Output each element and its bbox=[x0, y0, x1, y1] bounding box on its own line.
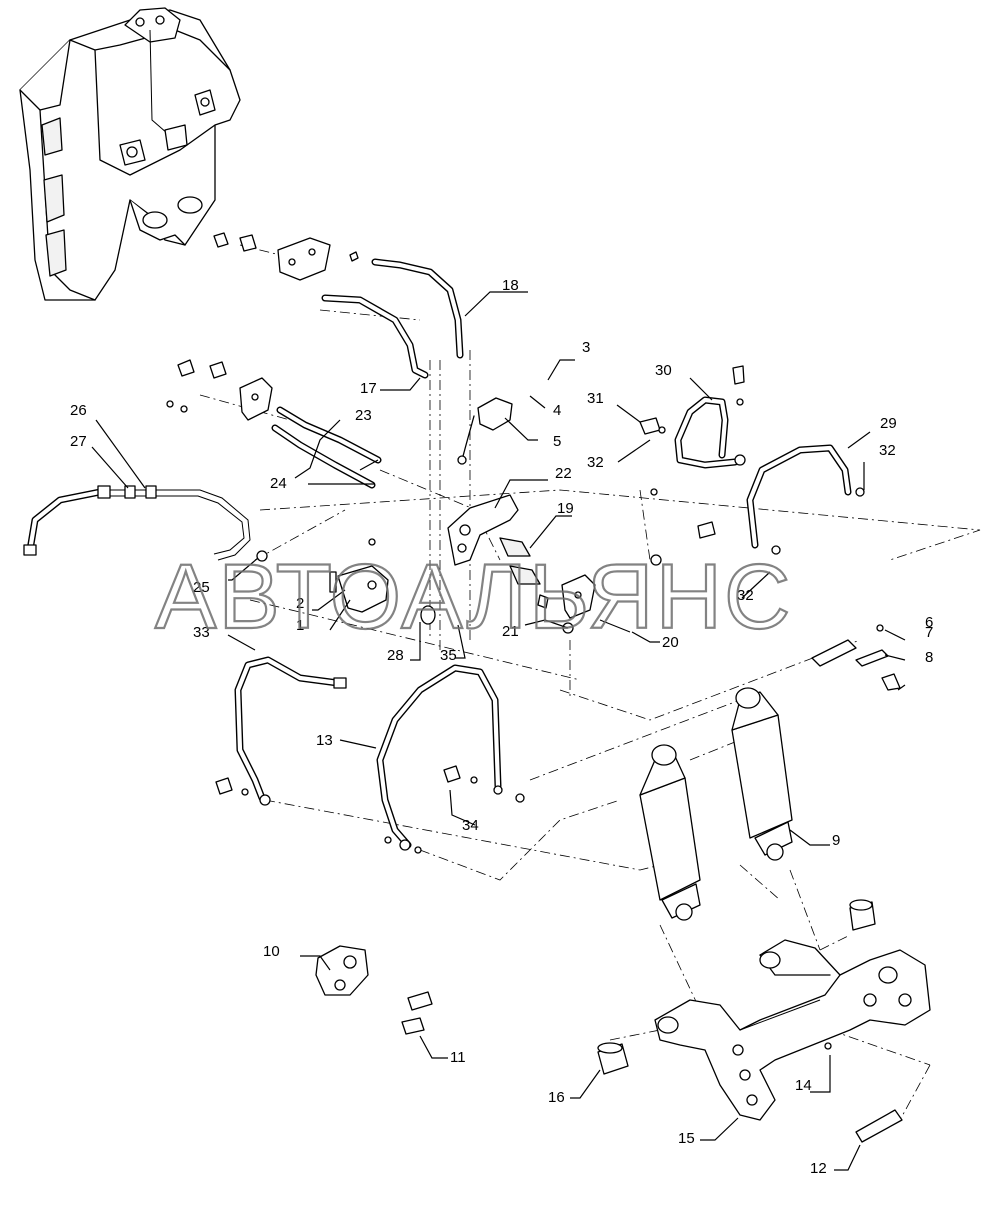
callout-28: 28 bbox=[387, 647, 404, 664]
callout-20: 20 bbox=[662, 634, 679, 651]
valve-and-coupler-group bbox=[368, 397, 631, 634]
callout-15: 15 bbox=[678, 1130, 695, 1147]
rigid-pipes bbox=[271, 258, 464, 489]
pin-12 bbox=[855, 1109, 903, 1143]
upper-fittings-group bbox=[166, 232, 359, 421]
callout-31: 31 bbox=[587, 390, 604, 407]
callout-24: 24 bbox=[270, 475, 287, 492]
hose-assembly-13 bbox=[376, 664, 525, 854]
callout-23: 23 bbox=[355, 407, 372, 424]
callout-12: 12 bbox=[810, 1160, 827, 1177]
bracket-10 bbox=[315, 945, 369, 996]
callout-17: 17 bbox=[360, 380, 377, 397]
callout-27: 27 bbox=[70, 433, 87, 450]
callout-8: 8 bbox=[925, 649, 933, 666]
callout-32-upper: 32 bbox=[587, 454, 604, 471]
callout-3: 3 bbox=[582, 339, 590, 356]
callout-25: 25 bbox=[193, 579, 210, 596]
bracket-1-2 bbox=[329, 565, 389, 613]
pin-14 bbox=[824, 1042, 832, 1050]
callout-32-right: 32 bbox=[879, 442, 896, 459]
callout-22: 22 bbox=[555, 465, 572, 482]
callout-21: 21 bbox=[502, 623, 519, 640]
hose-assembly-33 bbox=[215, 656, 347, 806]
swing-frame-15 bbox=[654, 939, 931, 1121]
callout-4: 4 bbox=[553, 402, 561, 419]
leader-lines bbox=[91, 291, 906, 1171]
pins-6-7-8 bbox=[811, 624, 901, 691]
callout-14: 14 bbox=[795, 1077, 812, 1094]
bushing-top bbox=[849, 899, 876, 931]
callout-5: 5 bbox=[553, 433, 561, 450]
assembly-guide-lines bbox=[199, 244, 981, 1121]
callout-6: 6 bbox=[925, 614, 933, 631]
callout-13: 13 bbox=[316, 732, 333, 749]
hose-assembly-26-27 bbox=[23, 485, 268, 562]
callout-11: 11 bbox=[450, 1049, 466, 1066]
callout-35: 35 bbox=[440, 647, 457, 664]
callout-1: 1 bbox=[296, 617, 304, 634]
hydraulic-cylinder-left bbox=[639, 744, 701, 921]
callout-34: 34 bbox=[462, 817, 479, 834]
mounting-bracket-housing bbox=[19, 7, 241, 301]
hose-assembly-29-30 bbox=[639, 365, 865, 566]
bushing-16 bbox=[597, 1042, 629, 1075]
callout-33: 33 bbox=[193, 624, 210, 641]
callout-18: 18 bbox=[502, 277, 519, 294]
callout-10: 10 bbox=[263, 943, 280, 960]
hydraulic-cylinder-right bbox=[731, 687, 793, 861]
watermark: АВТОАЛЬЯНС bbox=[155, 546, 793, 648]
callout-30: 30 bbox=[655, 362, 672, 379]
callout-16: 16 bbox=[548, 1089, 565, 1106]
callout-7: 7 bbox=[925, 624, 933, 641]
callout-29: 29 bbox=[880, 415, 897, 432]
callout-26: 26 bbox=[70, 402, 87, 419]
callout-labels: 18 17 3 4 5 23 24 26 27 22 19 21 20 25 2… bbox=[70, 277, 933, 1177]
callout-32-lower: 32 bbox=[737, 587, 754, 604]
callout-19: 19 bbox=[557, 500, 574, 517]
bolts-11 bbox=[401, 991, 433, 1035]
callout-2: 2 bbox=[296, 595, 304, 612]
callout-9: 9 bbox=[832, 832, 840, 849]
